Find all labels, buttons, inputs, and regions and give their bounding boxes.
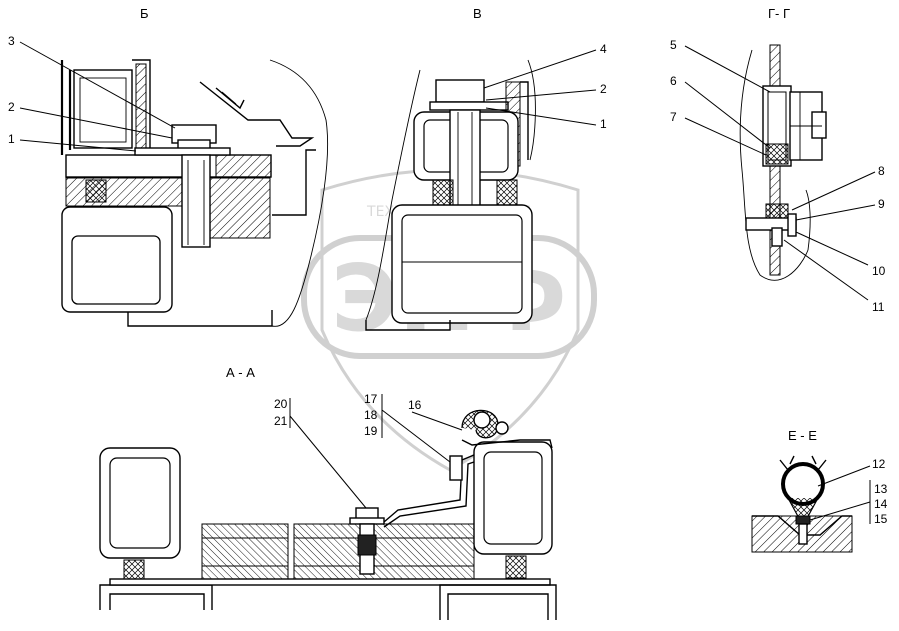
label-aa-21: 21 xyxy=(274,414,288,428)
view-aa-title: А - А xyxy=(226,365,255,380)
view-v-title: В xyxy=(473,6,482,21)
view-b-title: Б xyxy=(140,6,149,21)
view-aa: А - А xyxy=(99,365,557,620)
view-ee-title: Е - Е xyxy=(788,428,817,443)
label-b-1: 1 xyxy=(8,132,15,146)
label-v-1: 1 xyxy=(600,117,607,131)
label-aa-17: 17 xyxy=(364,392,378,406)
view-gg-title: Г- Г xyxy=(768,6,790,21)
label-gg-11: 11 xyxy=(872,300,885,314)
label-gg-7: 7 xyxy=(670,110,677,124)
label-gg-9: 9 xyxy=(878,197,885,211)
label-aa-19: 19 xyxy=(364,424,378,438)
label-aa-20: 20 xyxy=(274,397,288,411)
label-ee-14: 14 xyxy=(874,497,888,511)
label-gg-10: 10 xyxy=(872,264,886,278)
view-b: Б 3 2 xyxy=(8,6,329,327)
label-ee-12: 12 xyxy=(872,457,886,471)
label-v-2: 2 xyxy=(600,82,607,96)
label-v-4: 4 xyxy=(600,42,607,56)
label-ee-15: 15 xyxy=(874,512,888,526)
label-aa-16: 16 xyxy=(408,398,422,412)
label-gg-5: 5 xyxy=(670,38,677,52)
label-aa-18: 18 xyxy=(364,408,378,422)
label-b-3: 3 xyxy=(8,34,15,48)
view-v: В 4 2 1 xyxy=(365,6,607,331)
label-gg-8: 8 xyxy=(878,164,885,178)
view-ee: Е - Е 12 13 14 15 xyxy=(751,428,888,553)
label-gg-6: 6 xyxy=(670,74,677,88)
label-ee-13: 13 xyxy=(874,482,888,496)
label-b-2: 2 xyxy=(8,100,15,114)
view-gg: Г- Г 5 6 7 8 9 10 11 xyxy=(670,6,886,314)
